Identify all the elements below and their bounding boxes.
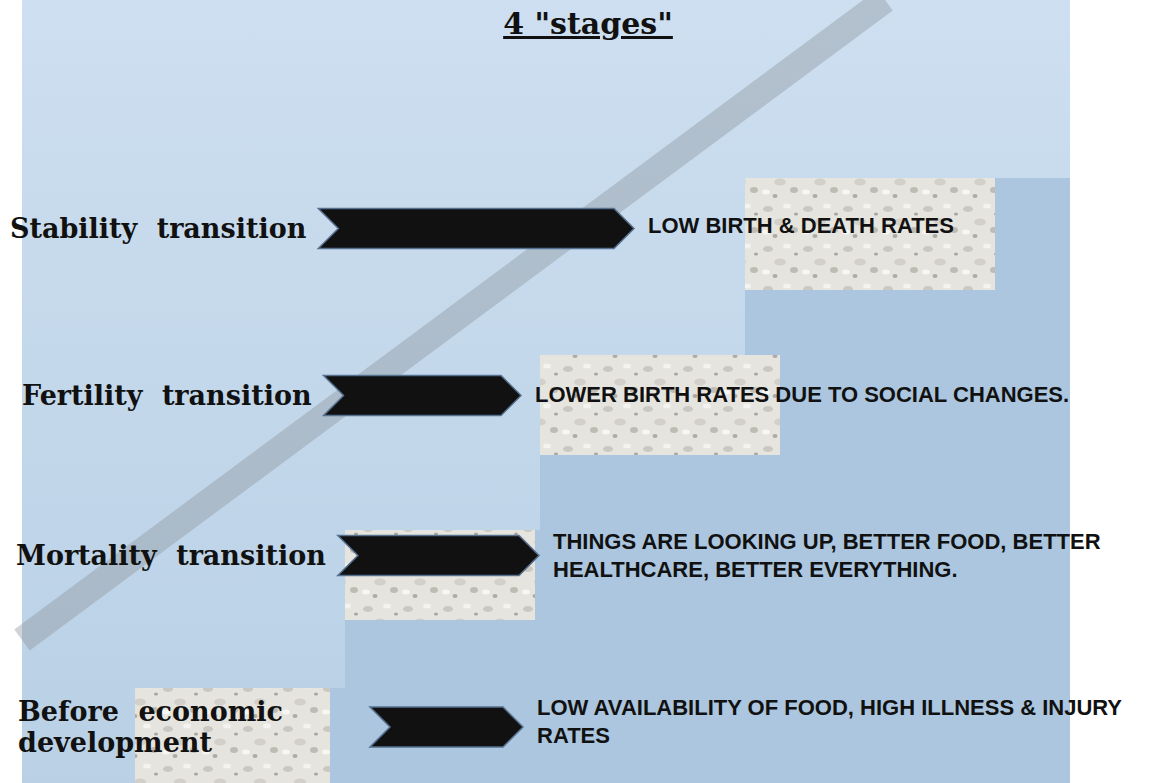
stage-description: LOWER BIRTH RATES DUE TO SOCIAL CHANGES.	[535, 381, 1069, 409]
stage-name: Stability transition	[10, 213, 306, 244]
stage-name: Mortality transition	[16, 540, 326, 571]
stair-shade	[135, 178, 1070, 783]
stage-name: Before economic development	[18, 696, 358, 758]
chevron-arrow	[324, 376, 521, 416]
chevron-arrow	[338, 536, 539, 576]
stage-description: LOW BIRTH & DEATH RATES	[648, 212, 954, 240]
stage-description: THINGS ARE LOOKING UP, BETTER FOOD, BETT…	[553, 528, 1168, 583]
stage-description: LOW AVAILABILITY OF FOOD, HIGH ILLNESS &…	[537, 694, 1137, 749]
sky-ground	[22, 0, 1070, 783]
chevron-arrow	[370, 707, 523, 747]
stage-name: Fertility transition	[22, 380, 312, 411]
diagram-title: 4 "stages"	[0, 6, 1176, 41]
chevron-arrow	[318, 209, 634, 249]
